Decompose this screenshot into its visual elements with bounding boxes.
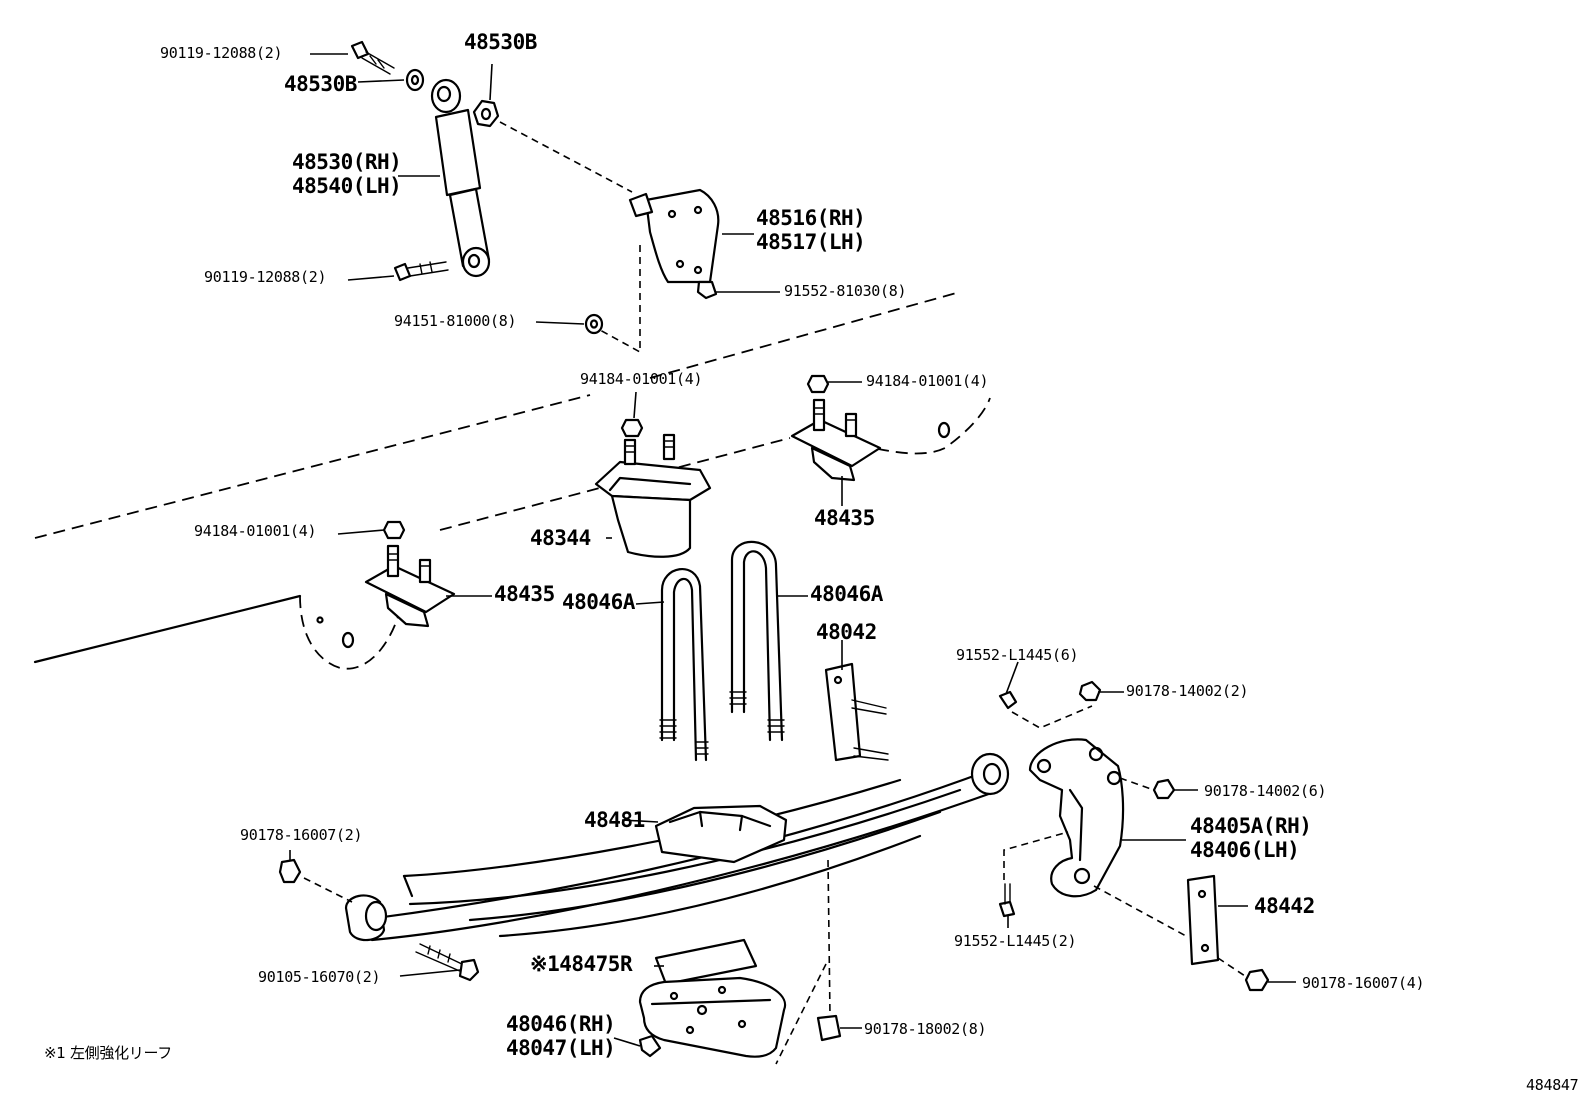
bump-stopper <box>594 433 712 558</box>
label-nut-94184-mid: 94184-01001(4) <box>580 370 703 388</box>
u-bolt-left <box>659 568 709 762</box>
spring-plate <box>824 662 889 762</box>
nut-icon <box>382 520 406 540</box>
label-nut-90178-14002-2: 90178-14002(2) <box>1126 682 1249 700</box>
label-bolt-90119-12088-bottom: 90119-12088(2) <box>204 268 327 286</box>
label-bolt-91552-81030: 91552-81030(8) <box>784 282 907 300</box>
label-nut-94184-right: 94184-01001(4) <box>866 372 989 390</box>
label-u-bolt-48046a-left: 48046A <box>562 590 635 614</box>
label-spring-pad-48481: 48481 <box>584 808 645 832</box>
leaf-insert <box>654 938 758 986</box>
stopper-right <box>790 398 882 482</box>
label-washer-48530b-right: 48530B <box>464 30 537 54</box>
leader-lines <box>289 53 1296 1047</box>
nut-icon <box>584 313 604 335</box>
bolt-icon <box>998 690 1018 710</box>
leaf-spring <box>358 752 1010 942</box>
label-shock-absorber: 48530(RH) 48540(LH) <box>292 150 402 198</box>
nut-icon <box>816 1014 842 1042</box>
label-bolt-91552-l1445-6: 91552-L1445(6) <box>956 646 1079 664</box>
label-nut-90178-16007-2: 90178-16007(2) <box>240 826 363 844</box>
u-bolt-right <box>729 540 785 742</box>
label-u-bolt-48046a-right: 48046A <box>810 582 883 606</box>
stopper-left <box>364 544 456 628</box>
label-nut-90178-14002-6: 90178-14002(6) <box>1204 782 1327 800</box>
bolt-icon <box>350 40 395 75</box>
nut-icon <box>1244 968 1270 992</box>
label-leaf-48475r: ※148475R <box>530 952 633 976</box>
label-nut-90178-18002: 90178-18002(8) <box>864 1020 987 1038</box>
nut-icon <box>278 858 302 884</box>
footnote: ※1 左側強化リーフ <box>44 1044 172 1062</box>
hanger-bracket <box>1028 738 1125 898</box>
label-shock-bracket: 48516(RH) 48517(LH) <box>756 206 866 254</box>
shock-absorber <box>430 78 491 278</box>
label-washer-48530b-left: 48530B <box>284 72 357 96</box>
washer-icon <box>405 68 425 92</box>
nut-icon <box>806 374 830 394</box>
label-nut-90178-16007-4: 90178-16007(4) <box>1302 974 1425 992</box>
spring-pad <box>654 804 788 864</box>
diagram-id: 484847 <box>1526 1076 1579 1094</box>
bolt-icon <box>696 280 718 300</box>
label-nut-94151-81000: 94151-81000(8) <box>394 312 517 330</box>
nut-icon <box>1078 680 1102 702</box>
nut-icon <box>620 418 644 438</box>
label-hanger-bracket: 48405A(RH) 48406(LH) <box>1190 814 1312 862</box>
label-bolt-91552-l1445-2: 91552-L1445(2) <box>954 932 1077 950</box>
label-bolt-90119-12088-top: 90119-12088(2) <box>160 44 283 62</box>
nut-icon <box>1152 778 1176 800</box>
label-nut-94184-left: 94184-01001(4) <box>194 522 317 540</box>
bolt-icon <box>415 943 480 982</box>
label-stopper-48435-right: 48435 <box>814 506 875 530</box>
spring-seat <box>638 976 787 1058</box>
bolt-icon <box>393 261 449 282</box>
label-stopper-48435-left: 48435 <box>494 582 555 606</box>
label-bolt-90105-16070: 90105-16070(2) <box>258 968 381 986</box>
label-spring-seat: 48046(RH) 48047(LH) <box>506 1012 616 1060</box>
label-bump-stopper-48344: 48344 <box>530 526 591 550</box>
shock-bracket <box>628 188 720 284</box>
label-plate-48042: 48042 <box>816 620 877 644</box>
nut-icon <box>472 99 500 128</box>
label-shackle-48442: 48442 <box>1254 894 1315 918</box>
bolt-icon <box>998 883 1016 918</box>
shackle <box>1186 874 1220 966</box>
